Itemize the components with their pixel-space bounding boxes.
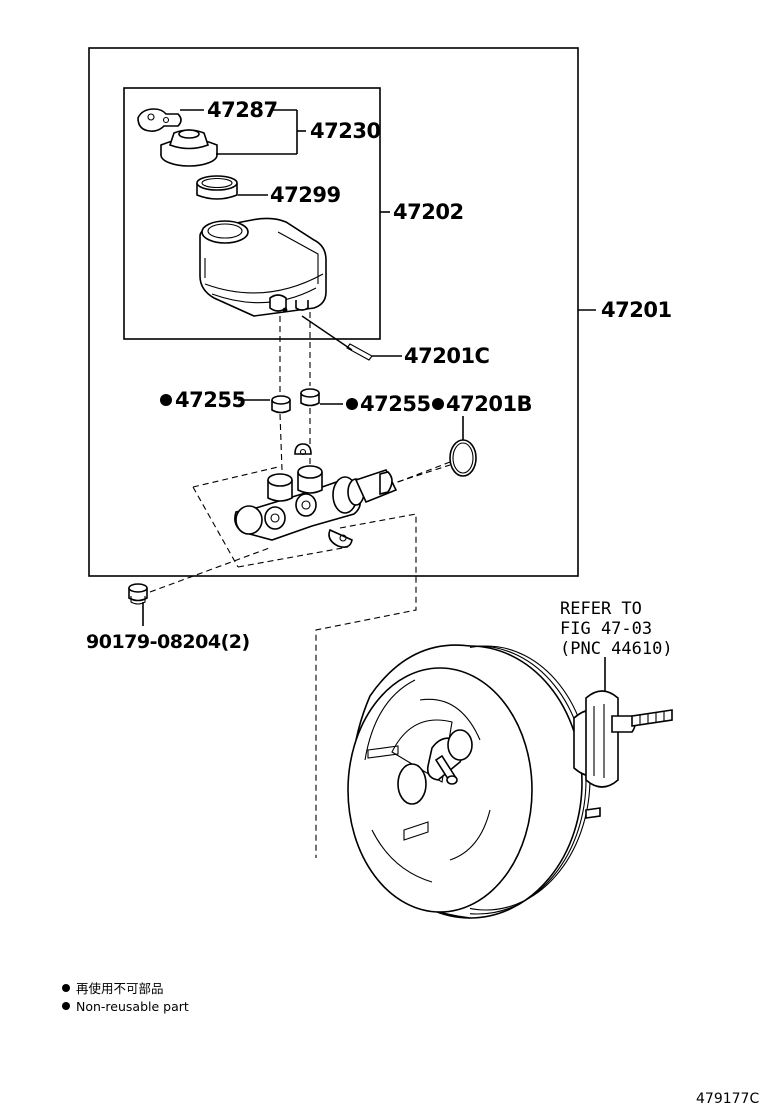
grommet-47255-left-drawing [271,395,291,414]
frame-47201 [88,47,579,577]
part-number-47287[interactable]: 47287 [207,98,278,122]
part-number-47201C[interactable]: 47201C [404,344,490,368]
refer-line-3[interactable]: (PNC 44610) [560,639,673,659]
part-number-47201B[interactable]: 47201B [446,392,533,416]
non-reusable-marker-47201B [432,398,444,410]
master-cylinder-body-drawing [192,443,451,568]
non-reusable-marker-47255-left [160,394,172,406]
clip-47287-drawing [137,108,182,132]
part-number-47230[interactable]: 47230 [310,119,381,143]
grommet-47255-right-drawing [300,388,320,407]
refer-line-2: FIG 47-03 [560,619,652,639]
cap-47230-drawing [160,129,218,167]
brake-booster-drawing [347,644,673,919]
part-number-47255-left[interactable]: 47255 [175,388,246,412]
figure-code: 479177C [696,1091,759,1107]
legend-text-en: Non-reusable part [76,999,189,1014]
o-ring-47201B-drawing [449,439,477,477]
part-number-47255-right[interactable]: 47255 [360,392,431,416]
part-number-47201[interactable]: 47201 [601,298,672,322]
plug-90179-drawing [128,583,148,605]
strainer-47299-drawing [196,175,238,200]
pin-47201C-drawing [301,315,353,351]
legend-text-cn: 再使用不可部品 [76,981,164,996]
legend-bullet-en [62,1002,70,1010]
refer-line-1: REFER TO [560,599,642,619]
part-number-47202[interactable]: 47202 [393,200,464,224]
reservoir-47202-drawing [199,217,327,317]
legend-bullet-cn [62,984,70,992]
frame-47202 [123,87,381,340]
non-reusable-marker-47255-right [346,398,358,410]
part-number-90179-08204[interactable]: 90179-08204(2) [86,631,250,653]
part-number-47299[interactable]: 47299 [270,183,341,207]
